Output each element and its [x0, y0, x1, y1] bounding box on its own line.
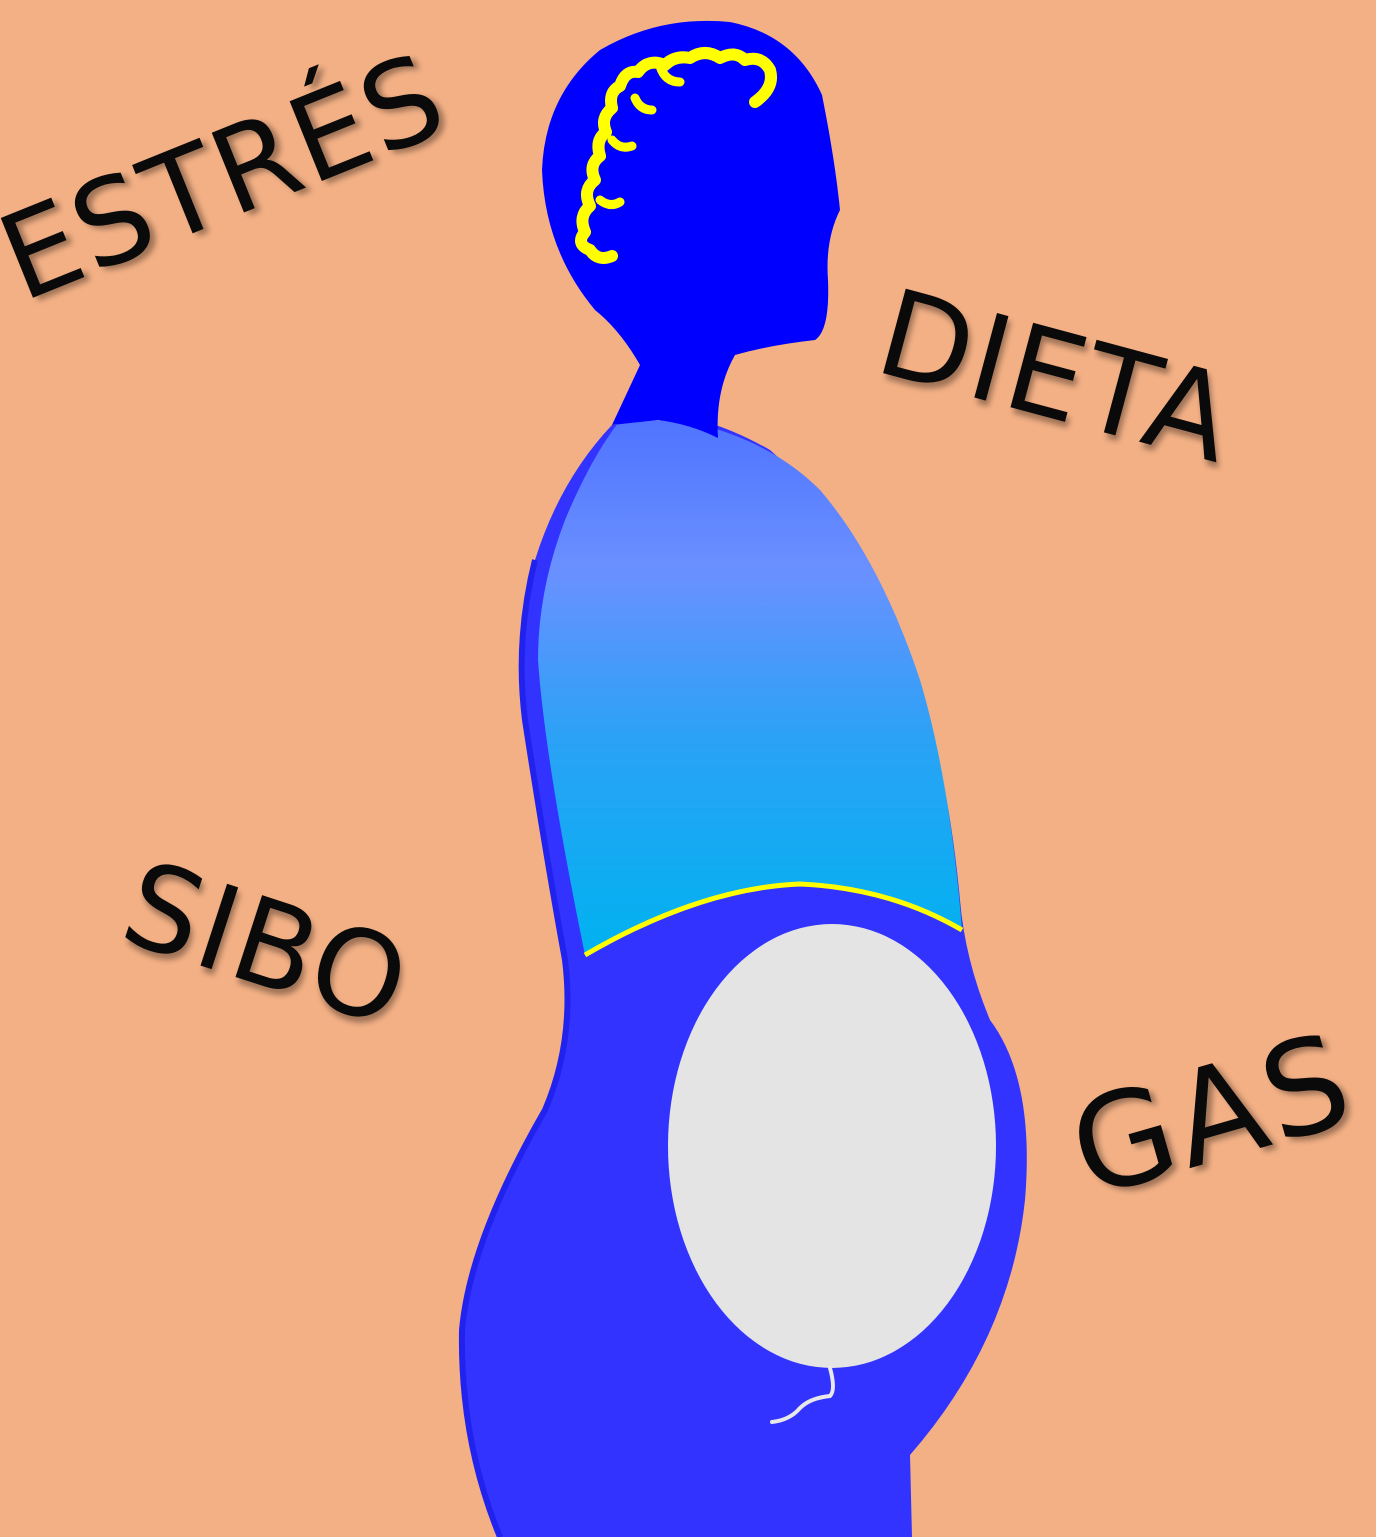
lungs-chest [538, 420, 962, 955]
gas-balloon [668, 924, 996, 1368]
